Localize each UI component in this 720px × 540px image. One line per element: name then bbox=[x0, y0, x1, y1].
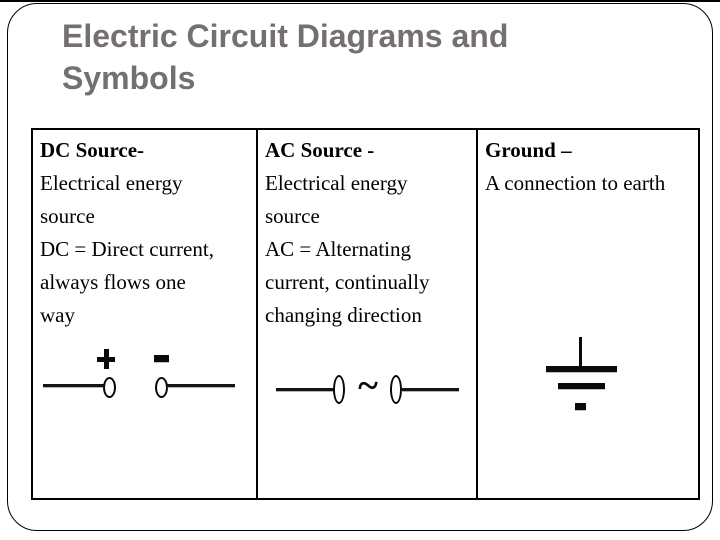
ac-source-line: AC = Alternating bbox=[265, 237, 411, 261]
ac-source-line: source bbox=[265, 204, 320, 228]
ground-vertical-wire bbox=[579, 337, 582, 368]
dc-source-line: source bbox=[40, 204, 95, 228]
ac-source-line: Electrical energy bbox=[265, 171, 408, 195]
ground-bar-small bbox=[575, 403, 586, 410]
slide-title: Electric Circuit Diagrams and Symbols bbox=[62, 15, 642, 99]
dc-source-line: Electrical energy bbox=[40, 171, 183, 195]
slide-top-edge bbox=[0, 0, 720, 2]
dc-terminal-positive bbox=[103, 377, 116, 398]
ground-heading: Ground – bbox=[485, 138, 572, 162]
ac-right-wire bbox=[401, 388, 459, 391]
ac-source-heading: AC Source - bbox=[265, 138, 375, 162]
table-cell-dc-source: DC Source- Electrical energy source DC =… bbox=[33, 130, 258, 498]
dc-source-line: way bbox=[40, 303, 75, 327]
dc-source-heading: DC Source- bbox=[40, 138, 145, 162]
ac-terminal-left bbox=[333, 375, 345, 404]
ac-source-line: changing direction bbox=[265, 303, 422, 327]
ac-source-line: current, continually bbox=[265, 270, 430, 294]
ground-line: A connection to earth bbox=[485, 171, 666, 195]
slide-title-line2: Symbols bbox=[62, 60, 196, 96]
ground-bar-medium bbox=[558, 383, 605, 389]
plus-icon bbox=[97, 349, 115, 369]
slide-border-frame bbox=[7, 3, 713, 531]
symbols-table: DC Source- Electrical energy source DC =… bbox=[31, 128, 700, 500]
plus-horizontal-bar bbox=[97, 356, 115, 362]
table-cell-ac-source: AC Source - Electrical energy source AC … bbox=[258, 130, 478, 498]
table-cell-ground: Ground – A connection to earth bbox=[478, 130, 698, 498]
dc-terminal-negative bbox=[155, 377, 168, 398]
ground-bar-large bbox=[546, 366, 617, 372]
dc-left-wire bbox=[43, 384, 104, 387]
ac-left-wire bbox=[276, 388, 335, 391]
dc-source-line: always flows one bbox=[40, 270, 186, 294]
slide-title-line1: Electric Circuit Diagrams and bbox=[62, 18, 509, 54]
dc-right-wire bbox=[167, 384, 235, 387]
dc-source-line: DC = Direct current, bbox=[40, 237, 214, 261]
ac-tilde-icon: ~ bbox=[358, 364, 378, 407]
minus-icon bbox=[154, 355, 169, 362]
